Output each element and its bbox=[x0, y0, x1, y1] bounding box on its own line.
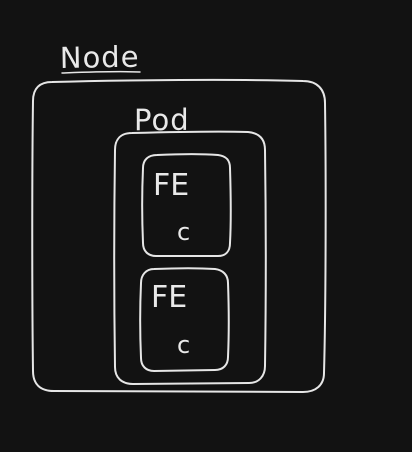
pod-group: Pod bbox=[113, 103, 267, 385]
node-label-underline bbox=[61, 70, 141, 74]
container-2-label: FE bbox=[151, 280, 187, 315]
container-2: FE c bbox=[139, 267, 230, 372]
container-2-sublabel: c bbox=[177, 331, 190, 359]
container-2-box bbox=[139, 267, 230, 372]
pod-box bbox=[113, 130, 267, 385]
node-box bbox=[31, 78, 327, 393]
container-1-box bbox=[141, 153, 232, 257]
node-group: Node bbox=[31, 40, 327, 393]
pod-label: Pod bbox=[134, 103, 190, 137]
container-1: FE c bbox=[141, 153, 232, 257]
container-1-label: FE bbox=[153, 168, 189, 203]
node-label: Node bbox=[60, 40, 140, 75]
container-1-sublabel: c bbox=[177, 218, 190, 246]
